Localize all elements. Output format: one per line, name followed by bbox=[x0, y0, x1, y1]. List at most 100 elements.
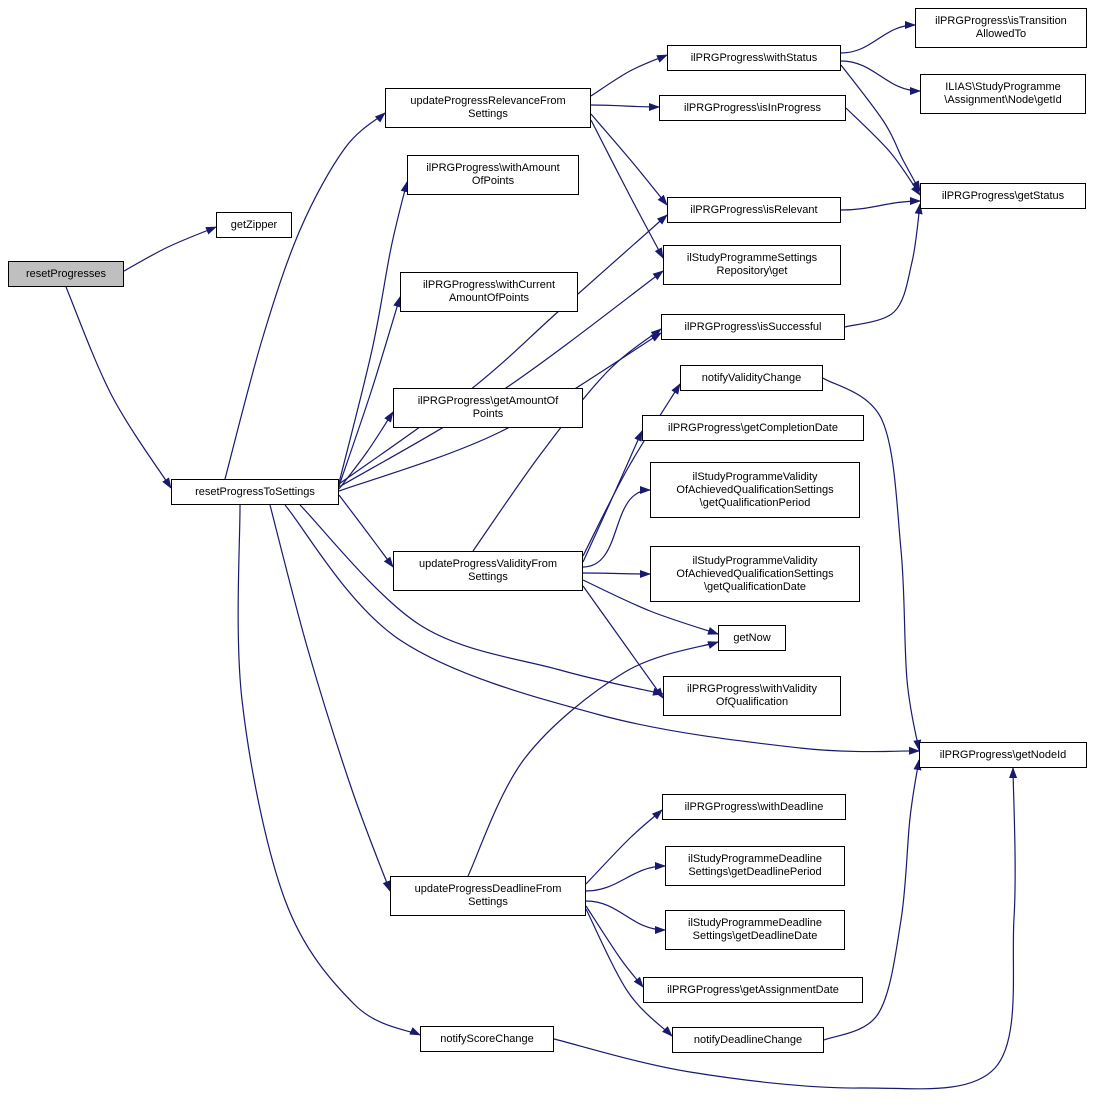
node-label-line: \getQualificationDate bbox=[703, 580, 807, 593]
node-label-line: ilPRGProgress\isSuccessful bbox=[684, 320, 822, 333]
edge-updateProgressValidityFromSettings-notifyValidityChange bbox=[582, 383, 681, 557]
node-label-line: ilPRGProgress\isInProgress bbox=[684, 101, 821, 114]
edge-resetProgressToSettings-isRelevant bbox=[338, 214, 668, 485]
edge-updateProgressDeadlineFromSettings-getAssignmentDate bbox=[585, 905, 644, 988]
edge-notifyDeadlineChange-getNodeId bbox=[823, 759, 922, 1041]
edge-isRelevant-getStatus bbox=[840, 197, 921, 211]
node-isInProgress[interactable]: ilPRGProgress\isInProgress bbox=[659, 95, 846, 121]
node-isRelevant[interactable]: ilPRGProgress\isRelevant bbox=[667, 197, 841, 223]
edge-updateProgressValidityFromSettings-getCompletionDate bbox=[582, 430, 643, 563]
edge-resetProgressToSettings-getAmountOfPoints bbox=[338, 411, 394, 490]
node-label-line: ilStudyProgrammeDeadline bbox=[688, 853, 822, 865]
edge-resetProgresses-resetProgressToSettings bbox=[65, 286, 172, 489]
edge-updateProgressDeadlineFromSettings-notifyDeadlineChange bbox=[585, 908, 673, 1037]
edge-resetProgressToSettings-withAmountOfPoints bbox=[338, 181, 409, 484]
edge-resetProgressToSettings-withCurrentAmountOfPoints bbox=[338, 296, 401, 487]
node-label-line: ilPRGProgress\isTransition bbox=[935, 15, 1067, 27]
edge-resetProgressToSettings-updateProgressDeadlineFromSettings bbox=[269, 504, 391, 892]
node-label-line: notifyScoreChange bbox=[440, 1032, 534, 1045]
edge-updateProgressValidityFromSettings-withValidityOfQualification bbox=[582, 585, 664, 699]
edge-updateProgressRelevanceFromSettings-isRelevant bbox=[590, 113, 668, 206]
edge-updateProgressDeadlineFromSettings-getDeadlineDate bbox=[585, 900, 666, 934]
node-label-line: Settings bbox=[468, 571, 508, 583]
node-assignmentNodeGetId[interactable]: ILIAS\StudyProgramme\Assignment\Node\get… bbox=[920, 74, 1086, 114]
node-resetProgressToSettings[interactable]: resetProgressToSettings bbox=[171, 479, 339, 505]
node-label-line: Settings\getDeadlinePeriod bbox=[688, 866, 822, 878]
node-withDeadline[interactable]: ilPRGProgress\withDeadline bbox=[662, 794, 846, 820]
edge-updateProgressValidityFromSettings-getQualificationDate bbox=[582, 569, 651, 578]
node-label-line: Settings\getDeadlineDate bbox=[692, 930, 818, 942]
edge-updateProgressValidityFromSettings-getQualificationPeriod bbox=[582, 486, 651, 568]
edge-resetProgressToSettings-withValidityOfQualification bbox=[299, 504, 664, 696]
node-getStatus[interactable]: ilPRGProgress\getStatus bbox=[920, 183, 1086, 209]
edge-updateProgressDeadlineFromSettings-getNow bbox=[467, 641, 719, 877]
edge-updateProgressDeadlineFromSettings-getDeadlinePeriod bbox=[585, 862, 666, 892]
node-label-line: Repository\get bbox=[716, 265, 788, 277]
edge-resetProgressToSettings-updateProgressRelevanceFromSettings bbox=[224, 112, 386, 480]
node-label-line: Points bbox=[472, 408, 504, 420]
node-label-line: ilPRGProgress\withValidity bbox=[686, 683, 817, 695]
node-getZipper[interactable]: getZipper bbox=[216, 212, 292, 238]
node-label-line: OfAchievedQualificationSettings bbox=[676, 567, 834, 580]
node-label-line: Settings bbox=[468, 108, 508, 120]
node-label-line: ilPRGProgress\withAmount bbox=[426, 162, 560, 174]
node-resetProgresses[interactable]: resetProgresses bbox=[8, 261, 124, 287]
node-label-line: ilPRGProgress\getNodeId bbox=[939, 748, 1067, 761]
node-getCompletionDate[interactable]: ilPRGProgress\getCompletionDate bbox=[642, 415, 864, 441]
edge-updateProgressDeadlineFromSettings-withDeadline bbox=[585, 809, 663, 885]
node-getNow[interactable]: getNow bbox=[718, 625, 786, 651]
node-label-line: updateProgressValidityFrom bbox=[419, 558, 557, 570]
node-label-line: getNow bbox=[733, 631, 771, 644]
node-withStatus[interactable]: ilPRGProgress\withStatus bbox=[667, 45, 841, 71]
node-label-line: ilPRGProgress\getAmountOf bbox=[417, 395, 559, 407]
edge-updateProgressRelevanceFromSettings-settingsRepositoryGet bbox=[590, 119, 664, 259]
node-notifyScoreChange[interactable]: notifyScoreChange bbox=[420, 1026, 554, 1052]
node-label-line: AllowedTo bbox=[975, 28, 1027, 40]
edge-withStatus-isTransitionAllowedTo bbox=[840, 21, 916, 54]
node-label-line: OfAchievedQualificationSettings bbox=[676, 483, 834, 496]
node-label-line: updateProgressDeadlineFrom bbox=[414, 883, 562, 895]
edge-isSuccessful-getStatus bbox=[844, 203, 923, 328]
node-getAssignmentDate[interactable]: ilPRGProgress\getAssignmentDate bbox=[643, 977, 863, 1003]
node-label-line: ILIAS\StudyProgramme bbox=[945, 81, 1061, 93]
edge-updateProgressRelevanceFromSettings-withStatus bbox=[590, 54, 668, 97]
node-label-line: ilPRGProgress\getAssignmentDate bbox=[667, 983, 839, 996]
edge-resetProgressToSettings-notifyScoreChange bbox=[237, 504, 421, 1036]
node-label-line: updateProgressRelevanceFrom bbox=[410, 95, 566, 107]
node-label-line: \getQualificationPeriod bbox=[699, 496, 811, 509]
node-label-line: ilPRGProgress\isRelevant bbox=[690, 203, 818, 216]
node-getNodeId[interactable]: ilPRGProgress\getNodeId bbox=[919, 742, 1087, 768]
edge-updateProgressValidityFromSettings-isSuccessful bbox=[472, 328, 662, 552]
node-notifyDeadlineChange[interactable]: notifyDeadlineChange bbox=[672, 1027, 824, 1053]
node-label-line: AmountOfPoints bbox=[448, 292, 530, 304]
node-label-line: ilStudyProgrammeValidity bbox=[692, 554, 818, 567]
edge-notifyValidityChange-getNodeId bbox=[822, 377, 922, 751]
node-label-line: ilPRGProgress\withStatus bbox=[690, 51, 818, 64]
node-notifyValidityChange[interactable]: notifyValidityChange bbox=[680, 365, 823, 391]
node-label-line: notifyDeadlineChange bbox=[693, 1033, 803, 1046]
edge-resetProgressToSettings-getNodeId bbox=[284, 504, 920, 755]
node-label-line: ilPRGProgress\withCurrent bbox=[422, 279, 556, 291]
node-label-line: resetProgresses bbox=[25, 267, 107, 280]
node-label-line: ilStudyProgrammeSettings bbox=[686, 252, 818, 264]
node-label-line: ilPRGProgress\withDeadline bbox=[684, 800, 824, 813]
node-isSuccessful[interactable]: ilPRGProgress\isSuccessful bbox=[661, 314, 845, 340]
node-label-line: Settings bbox=[468, 896, 508, 908]
edge-resetProgressToSettings-updateProgressValidityFromSettings bbox=[338, 494, 394, 568]
node-label-line: getZipper bbox=[230, 218, 278, 231]
node-label-line: ilPRGProgress\getStatus bbox=[941, 189, 1065, 202]
